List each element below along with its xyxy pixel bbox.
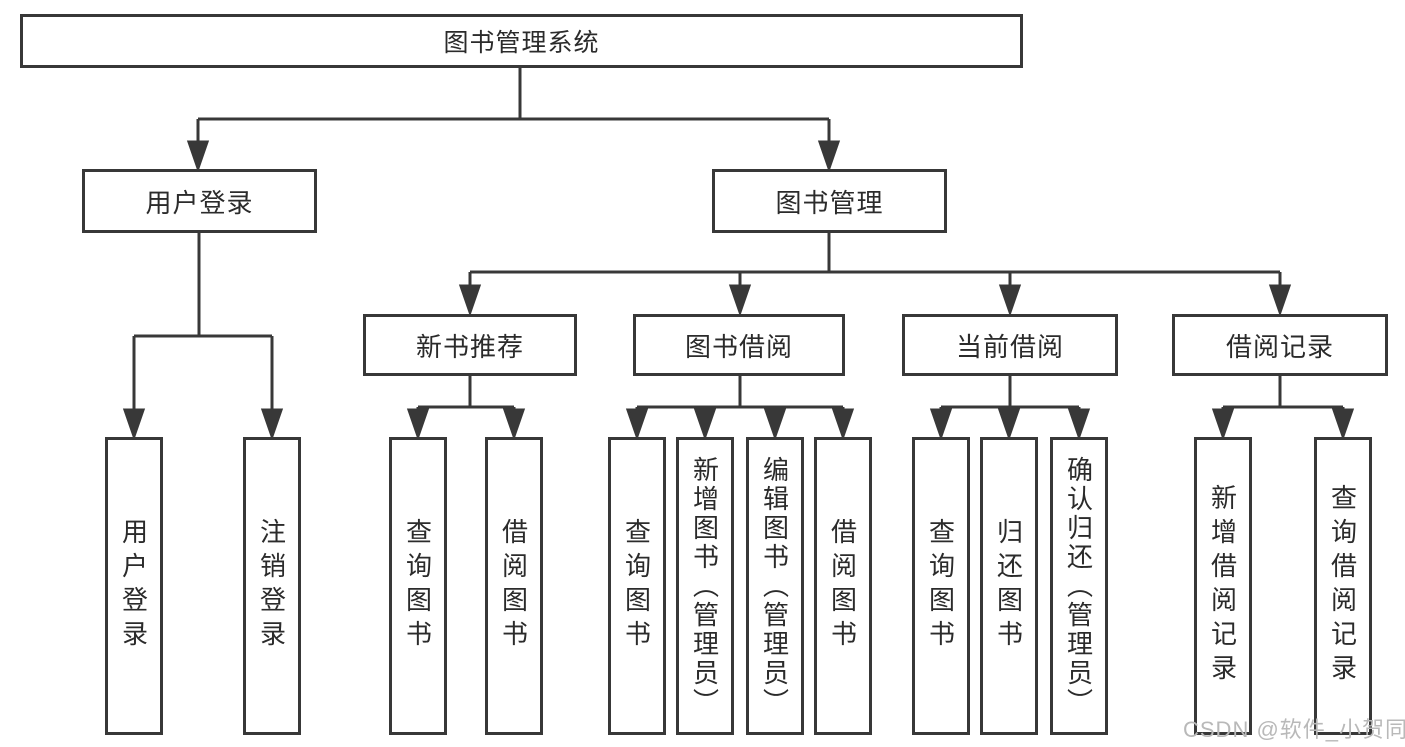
arrow-down-icon	[122, 408, 146, 441]
node-leaf-query-borrow-record: 查询借阅记录	[1314, 437, 1372, 735]
node-new-book-recommend: 新书推荐	[363, 314, 577, 376]
node-label: 查询图书	[402, 518, 433, 654]
node-label: 确认归还（管理员）	[1063, 455, 1094, 717]
arrow-down-icon	[817, 140, 841, 173]
node-label: 借阅图书	[498, 518, 529, 654]
connector-current-borrowing-group	[929, 376, 1091, 441]
node-label: 图书管理	[775, 187, 884, 218]
arrow-down-icon	[625, 408, 649, 441]
arrow-down-icon	[998, 284, 1022, 317]
node-leaf-edit-book-admin: 编辑图书（管理员）	[746, 437, 804, 735]
connector-root-to-level2	[186, 68, 841, 173]
connector-book-borrowing-group	[625, 376, 855, 441]
node-leaf-borrow-books-borrowing: 借阅图书	[814, 437, 872, 735]
node-label: 用户登录	[145, 187, 254, 218]
node-label: 借阅记录	[1225, 331, 1334, 362]
node-leaf-query-books-recommend: 查询图书	[389, 437, 447, 735]
node-leaf-add-borrow-record: 新增借阅记录	[1194, 437, 1252, 735]
node-label: 当前借阅	[955, 331, 1064, 362]
arrow-down-icon	[502, 408, 526, 441]
node-current-borrowing: 当前借阅	[902, 314, 1118, 376]
node-label: 借阅图书	[827, 518, 858, 654]
arrow-down-icon	[458, 284, 482, 317]
node-leaf-return-book: 归还图书	[980, 437, 1038, 735]
node-leaf-query-books-borrowing: 查询图书	[608, 437, 666, 735]
arrow-down-icon	[1211, 408, 1235, 441]
node-label: 用户登录	[118, 518, 149, 654]
node-leaf-add-book-admin: 新增图书（管理员）	[676, 437, 734, 735]
arrow-down-icon	[1331, 408, 1355, 441]
arrow-down-icon	[693, 408, 717, 441]
node-borrow-records: 借阅记录	[1172, 314, 1388, 376]
arrow-down-icon	[186, 140, 210, 173]
node-book-borrowing: 图书借阅	[633, 314, 845, 376]
node-label: 查询借阅记录	[1327, 484, 1358, 688]
node-leaf-logout: 注销登录	[243, 437, 301, 735]
node-label: 注销登录	[256, 518, 287, 654]
arrow-down-icon	[1067, 408, 1091, 441]
node-label: 查询图书	[925, 518, 956, 654]
node-leaf-confirm-return-admin: 确认归还（管理员）	[1050, 437, 1108, 735]
arrow-down-icon	[929, 408, 953, 441]
node-label: 新增借阅记录	[1207, 484, 1238, 688]
node-label: 新书推荐	[415, 331, 524, 362]
node-label: 新增图书（管理员）	[689, 455, 720, 717]
watermark: CSDN @软件_小贺同学	[1183, 717, 1405, 742]
arrow-down-icon	[997, 408, 1021, 441]
connector-new-book-group	[406, 376, 526, 441]
node-label: 查询图书	[621, 518, 652, 654]
connector-book-management-to-level3	[458, 233, 1292, 317]
connector-user-login-group	[122, 233, 284, 441]
node-leaf-user-login: 用户登录	[105, 437, 163, 735]
node-user-login: 用户登录	[82, 169, 317, 233]
node-root-system: 图书管理系统	[20, 14, 1023, 68]
node-leaf-borrow-books-recommend: 借阅图书	[485, 437, 543, 735]
arrow-down-icon	[406, 408, 430, 441]
arrow-down-icon	[1268, 284, 1292, 317]
node-book-management: 图书管理	[712, 169, 947, 233]
arrow-down-icon	[831, 408, 855, 441]
arrow-down-icon	[763, 408, 787, 441]
node-label: 图书借阅	[684, 331, 793, 362]
arrow-down-icon	[728, 284, 752, 317]
node-leaf-query-books-current: 查询图书	[912, 437, 970, 735]
node-label: 编辑图书（管理员）	[759, 455, 790, 717]
connector-borrow-records-group	[1211, 376, 1355, 441]
node-label: 图书管理系统	[443, 29, 600, 57]
arrow-down-icon	[260, 408, 284, 441]
node-label: 归还图书	[993, 518, 1024, 654]
